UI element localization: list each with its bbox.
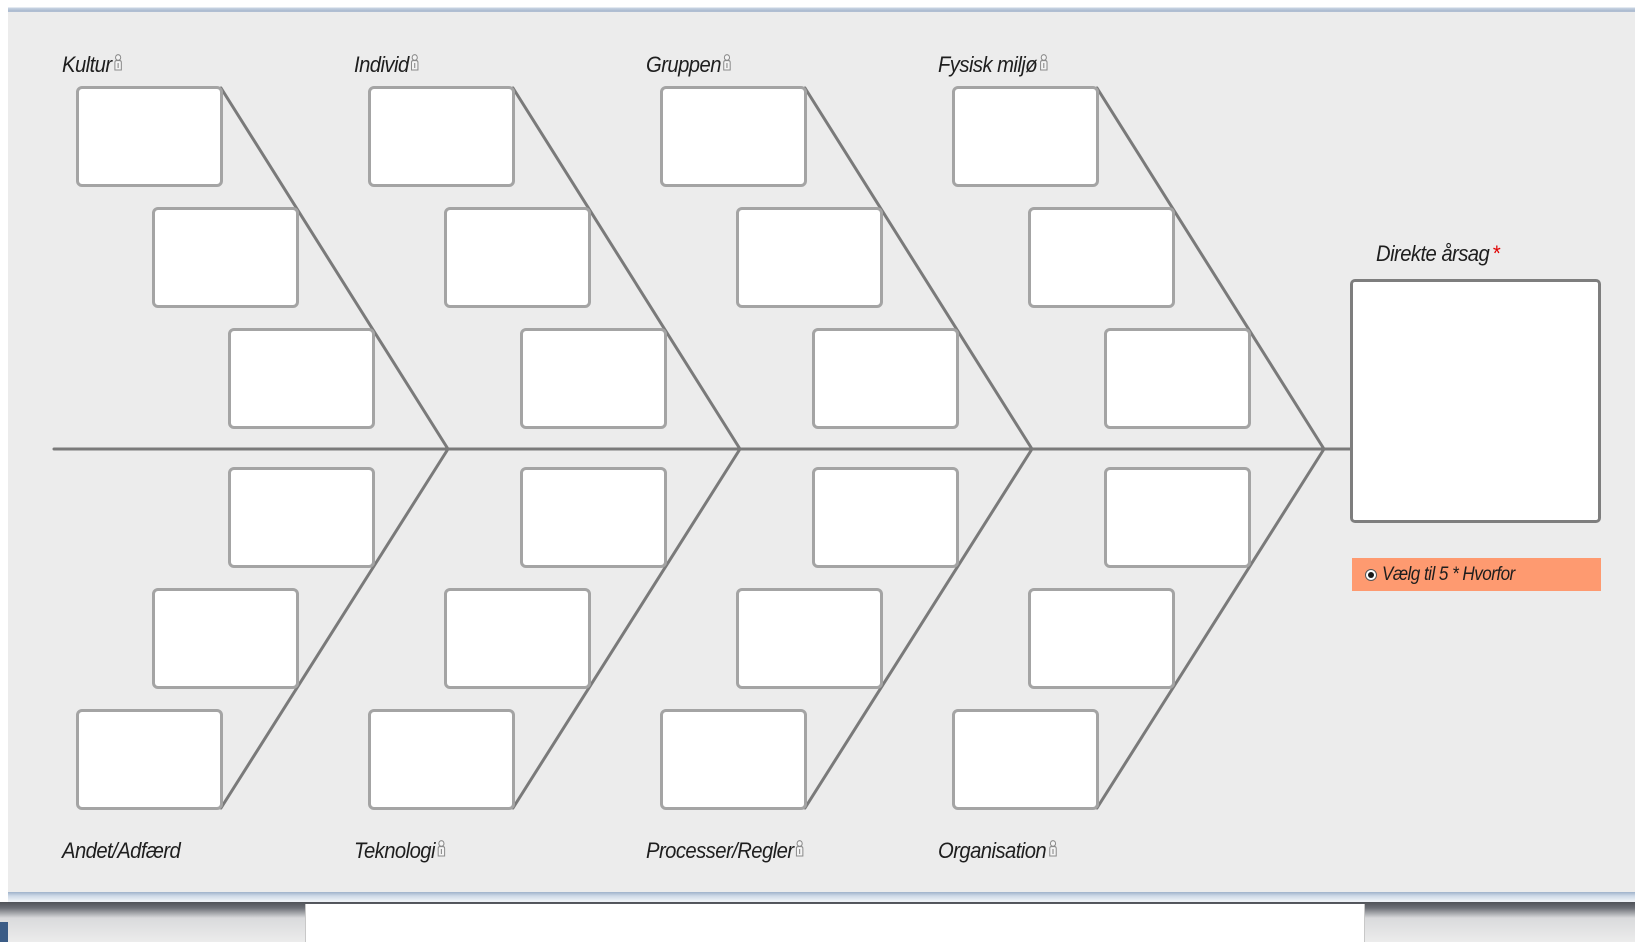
panel-bottom-border bbox=[8, 892, 1635, 902]
cause-input-section-1-bottom-1[interactable] bbox=[228, 467, 375, 568]
required-marker: * bbox=[1491, 241, 1500, 266]
cause-input-section-4-bottom-3[interactable] bbox=[952, 709, 1099, 810]
cause-input-section-1-bottom-2[interactable] bbox=[152, 588, 299, 689]
bone-top-2 bbox=[511, 86, 742, 451]
bone-bottom-3 bbox=[803, 447, 1034, 810]
cause-input-section-4-top-2[interactable] bbox=[1028, 207, 1175, 308]
bone-top-4 bbox=[1095, 86, 1326, 451]
category-label-fysisk-miljø-text: Fysisk miljø bbox=[938, 52, 1038, 77]
category-label-andet-adfærd-text: Andet/Adfærd bbox=[62, 838, 181, 863]
cause-input-section-3-top-1[interactable] bbox=[660, 86, 807, 187]
cause-input-section-2-bottom-3[interactable] bbox=[368, 709, 515, 810]
cause-input-section-1-bottom-3[interactable] bbox=[76, 709, 223, 810]
bone-top-3 bbox=[803, 86, 1034, 451]
direct-cause-label-text: Direkte årsag bbox=[1376, 241, 1490, 266]
category-label-organisation: Organisation bbox=[938, 838, 1057, 864]
category-label-kultur: Kultur bbox=[62, 52, 123, 78]
cause-input-section-3-bottom-1[interactable] bbox=[812, 467, 959, 568]
category-label-teknologi: Teknologi bbox=[354, 838, 446, 864]
bone-top-1 bbox=[219, 86, 450, 451]
direct-cause-input[interactable] bbox=[1350, 279, 1601, 523]
category-label-fysisk-miljø: Fysisk miljø bbox=[938, 52, 1048, 78]
info-icon[interactable] bbox=[410, 54, 419, 71]
bottom-toolbar-content bbox=[305, 904, 1365, 942]
cause-input-section-2-bottom-1[interactable] bbox=[520, 467, 667, 568]
cause-input-section-2-top-1[interactable] bbox=[368, 86, 515, 187]
cause-input-section-4-bottom-2[interactable] bbox=[1028, 588, 1175, 689]
cause-input-section-4-bottom-1[interactable] bbox=[1104, 467, 1251, 568]
bottom-corner-marker bbox=[0, 922, 8, 942]
info-icon[interactable] bbox=[723, 54, 732, 71]
cause-input-section-2-top-2[interactable] bbox=[444, 207, 591, 308]
five-why-label: Vælg til 5 * Hvorfor bbox=[1382, 563, 1515, 585]
category-label-andet-adfærd: Andet/Adfærd bbox=[62, 838, 181, 864]
category-label-gruppen: Gruppen bbox=[646, 52, 732, 78]
category-label-individ-text: Individ bbox=[354, 52, 409, 77]
five-why-radio[interactable] bbox=[1365, 568, 1377, 581]
category-label-teknologi-text: Teknologi bbox=[354, 838, 435, 863]
category-label-organisation-text: Organisation bbox=[938, 838, 1047, 863]
bone-bottom-4 bbox=[1095, 447, 1326, 810]
category-label-processer-regler-text: Processer/Regler bbox=[646, 838, 794, 863]
cause-input-section-1-top-3[interactable] bbox=[228, 328, 375, 429]
cause-input-section-2-top-3[interactable] bbox=[520, 328, 667, 429]
cause-input-section-3-bottom-2[interactable] bbox=[736, 588, 883, 689]
cause-input-section-1-top-2[interactable] bbox=[152, 207, 299, 308]
cause-input-section-1-top-1[interactable] bbox=[76, 86, 223, 187]
cause-input-section-3-top-3[interactable] bbox=[812, 328, 959, 429]
cause-input-section-4-top-3[interactable] bbox=[1104, 328, 1251, 429]
info-icon[interactable] bbox=[113, 54, 122, 71]
cause-input-section-4-top-1[interactable] bbox=[952, 86, 1099, 187]
category-label-kultur-text: Kultur bbox=[62, 52, 112, 77]
cause-input-section-3-top-2[interactable] bbox=[736, 207, 883, 308]
info-icon[interactable] bbox=[437, 840, 446, 857]
bone-bottom-1 bbox=[219, 447, 450, 810]
info-icon[interactable] bbox=[795, 840, 804, 857]
five-why-option[interactable]: Vælg til 5 * Hvorfor bbox=[1352, 558, 1601, 591]
category-label-gruppen-text: Gruppen bbox=[646, 52, 721, 77]
category-label-processer-regler: Processer/Regler bbox=[646, 838, 805, 864]
bone-bottom-2 bbox=[511, 447, 742, 810]
cause-input-section-3-bottom-3[interactable] bbox=[660, 709, 807, 810]
info-icon[interactable] bbox=[1048, 840, 1057, 857]
direct-cause-label: Direkte årsag* bbox=[1376, 241, 1500, 267]
category-label-individ: Individ bbox=[354, 52, 420, 78]
info-icon[interactable] bbox=[1039, 54, 1048, 71]
cause-input-section-2-bottom-2[interactable] bbox=[444, 588, 591, 689]
